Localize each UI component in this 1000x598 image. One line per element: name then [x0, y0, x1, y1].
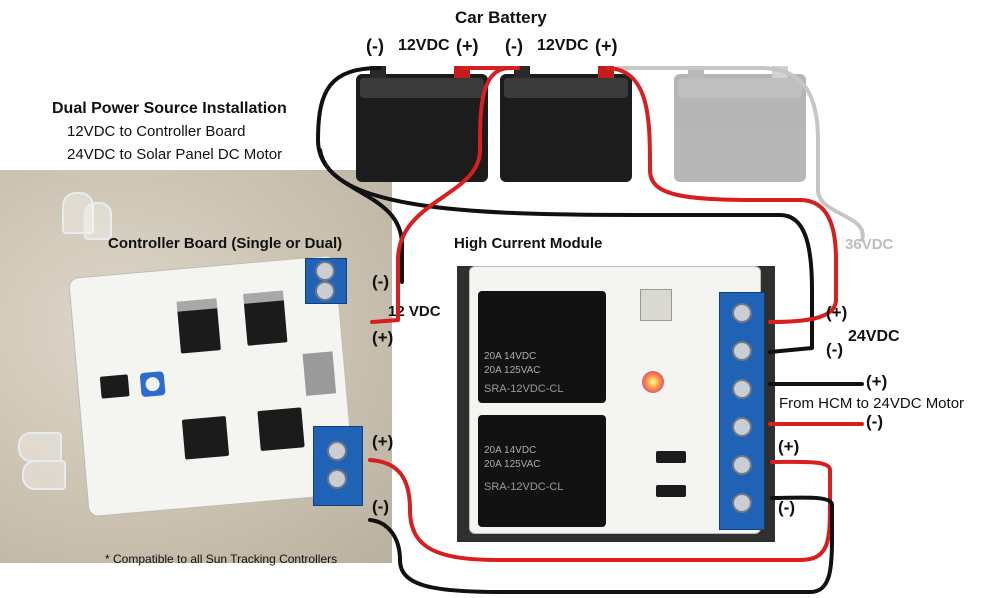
hcm-in-neg-label: (-) — [778, 498, 795, 517]
battery2-voltage-label: 12VDC — [537, 37, 589, 54]
v36-label: 36VDC — [845, 236, 894, 253]
controller-in-neg-label: (-) — [372, 272, 389, 291]
battery1-voltage-label: 12VDC — [398, 37, 450, 54]
diagram-title: Car Battery — [455, 8, 547, 27]
v24-pos-label: (+) — [826, 303, 848, 322]
install-line-1: 12VDC to Controller Board — [67, 123, 246, 140]
v24-neg-label: (-) — [826, 340, 843, 359]
battery2-pos-label: (+) — [595, 36, 618, 56]
install-title: Dual Power Source Installation — [52, 100, 287, 117]
relay-k2: 20A 14VDC 20A 125VAC SRA-12VDC-CL — [478, 415, 606, 527]
motor-label: From HCM to 24VDC Motor — [779, 395, 965, 412]
motor-neg-label: (-) — [866, 412, 883, 431]
controller-in-pos-label: (+) — [372, 328, 394, 347]
controller-out-neg-label: (-) — [372, 497, 389, 516]
footnote: * Compatible to all Sun Tracking Control… — [105, 552, 338, 566]
status-led — [642, 371, 664, 393]
car-battery-3-optional — [674, 64, 806, 182]
hcm-pcb: 20A 14VDC 20A 125VAC SRA-12VDC-CL 20A 14… — [469, 266, 761, 534]
motor-pos-label: (+) — [866, 372, 888, 391]
car-battery-1 — [356, 64, 488, 182]
car-battery-2 — [500, 64, 632, 182]
controller-in-voltage-label: 12 VDC — [388, 303, 441, 320]
hcm-photo: 20A 14VDC 20A 125VAC SRA-12VDC-CL 20A 14… — [457, 266, 775, 542]
controller-board-photo — [0, 170, 392, 563]
controller-power-terminal — [305, 258, 347, 304]
led-sensor — [22, 460, 66, 490]
hcm-in-pos-label: (+) — [778, 437, 800, 456]
install-line-2: 24VDC to Solar Panel DC Motor — [67, 146, 283, 163]
led-sensor — [18, 432, 62, 462]
battery2-neg-label: (-) — [505, 36, 523, 56]
battery1-pos-label: (+) — [456, 36, 479, 56]
v24-label: 24VDC — [848, 328, 900, 345]
controller-label: Controller Board (Single or Dual) — [108, 235, 343, 252]
fuse — [640, 289, 672, 321]
battery1-neg-label: (-) — [366, 36, 384, 56]
controller-output-terminal — [313, 426, 363, 506]
led-sensor — [84, 202, 112, 240]
hcm-label: High Current Module — [454, 235, 603, 252]
relay-k1: 20A 14VDC 20A 125VAC SRA-12VDC-CL — [478, 291, 606, 403]
hcm-terminal-block — [719, 292, 765, 530]
controller-out-pos-label: (+) — [372, 432, 394, 451]
